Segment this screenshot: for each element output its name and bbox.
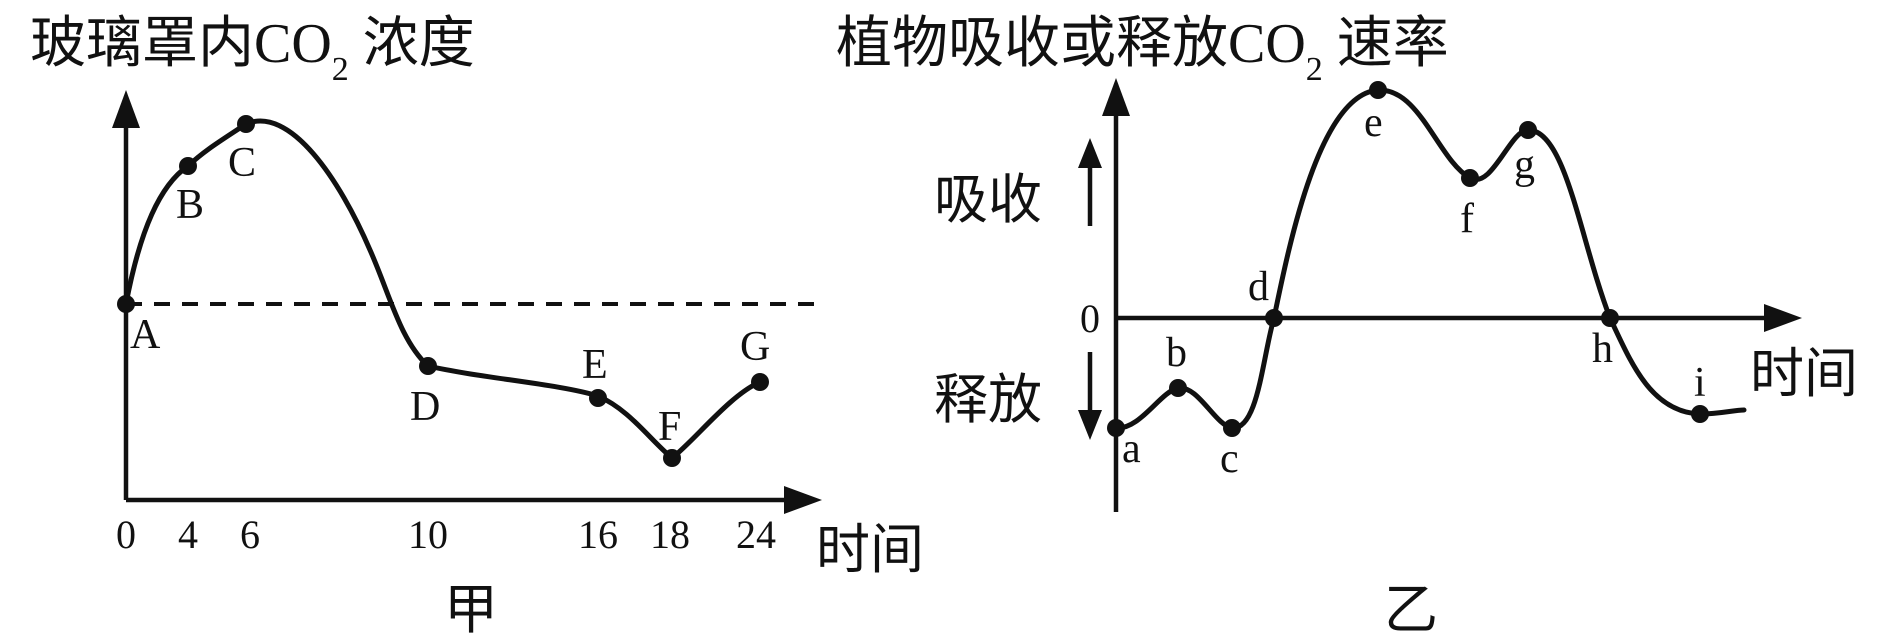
- left-point-d: [419, 357, 437, 375]
- left-point-a: [117, 295, 135, 313]
- left-x-tick-18: 18: [650, 512, 690, 557]
- left-point-label-e: E: [582, 342, 608, 388]
- right-point-label-c: c: [1220, 436, 1239, 482]
- right-rate-curve: [1113, 87, 1747, 431]
- right-point-label-d: d: [1248, 264, 1269, 310]
- left-x-tick-10: 10: [408, 512, 448, 557]
- left-point-c: [237, 115, 255, 133]
- left-x-tick-6: 6: [240, 512, 260, 557]
- right-point-a: [1107, 419, 1125, 437]
- right-title: 植物吸收或释放CO2 速率: [836, 13, 1449, 88]
- right-point-d: [1265, 309, 1283, 327]
- left-x-arrow: [784, 486, 822, 514]
- left-point-label-c: C: [228, 140, 256, 186]
- left-point-e: [589, 389, 607, 407]
- right-y-arrow: [1102, 78, 1130, 116]
- left-x-axis-label: 时间: [816, 520, 924, 580]
- left-x-tick-24: 24: [736, 512, 776, 557]
- right-x-axis-label: 时间: [1750, 344, 1858, 404]
- right-y-label-absorb: 吸收: [934, 170, 1042, 230]
- left-caption: 甲: [444, 580, 498, 638]
- right-point-e: [1369, 81, 1387, 99]
- left-y-arrow: [112, 90, 140, 128]
- right-point-label-f: f: [1460, 196, 1474, 242]
- left-point-label-g: G: [740, 324, 770, 370]
- right-point-g: [1519, 121, 1537, 139]
- left-point-label-b: B: [176, 182, 204, 228]
- left-point-f: [663, 449, 681, 467]
- absorb-up-arrow-icon: [1078, 138, 1102, 168]
- right-y-label-release: 释放: [934, 370, 1042, 430]
- right-x-arrow: [1764, 304, 1802, 332]
- left-point-label-d: D: [410, 384, 440, 430]
- release-down-arrow-icon: [1078, 410, 1102, 440]
- right-point-c: [1223, 419, 1241, 437]
- left-point-b: [179, 157, 197, 175]
- right-zero-label: 0: [1080, 296, 1100, 341]
- right-point-label-b: b: [1166, 330, 1187, 376]
- right-point-i: [1691, 405, 1709, 423]
- left-title: 玻璃罩内CO2 浓度: [30, 13, 475, 88]
- right-point-label-h: h: [1592, 326, 1613, 372]
- left-x-tick-0: 0: [116, 512, 136, 557]
- right-point-label-g: g: [1514, 142, 1535, 188]
- right-caption: 乙: [1384, 580, 1438, 638]
- right-point-label-a: a: [1122, 426, 1141, 472]
- left-point-label-a: A: [130, 312, 161, 358]
- right-point-label-e: e: [1364, 100, 1383, 146]
- left-x-tick-4: 4: [178, 512, 198, 557]
- right-point-h: [1601, 309, 1619, 327]
- right-diagram: 植物吸收或释放CO2 速率 吸收 释放 0 a b c d e f g: [836, 13, 1858, 638]
- right-point-b: [1169, 379, 1187, 397]
- right-point-label-i: i: [1694, 360, 1706, 406]
- left-point-label-f: F: [658, 404, 681, 450]
- left-x-tick-16: 16: [578, 512, 618, 557]
- left-point-g: [751, 373, 769, 391]
- left-diagram: 玻璃罩内CO2 浓度 A B C D E F G 0 4 6 10 16 18 …: [30, 13, 924, 638]
- right-point-f: [1461, 169, 1479, 187]
